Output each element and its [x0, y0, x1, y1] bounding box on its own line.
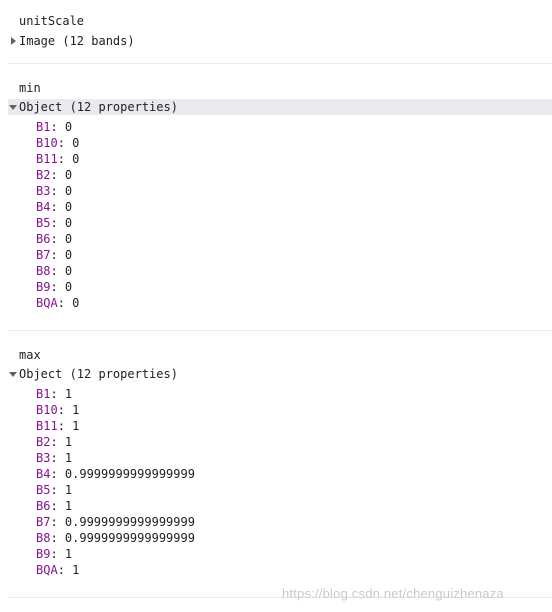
property-value: 0	[64, 248, 73, 262]
block-title: unitScale	[19, 14, 85, 28]
block-title: max	[19, 348, 41, 362]
property-row[interactable]: B10: 1	[36, 403, 80, 417]
tree-toggle-object[interactable]: Object (12 properties)	[8, 99, 552, 115]
property-row[interactable]: B7: 0	[36, 248, 73, 262]
property-key: B7	[36, 248, 51, 262]
property-row[interactable]: B1: 0	[36, 120, 73, 134]
divider	[8, 597, 552, 598]
property-value: 0.9999999999999999	[64, 531, 195, 545]
property-row[interactable]: B8: 0.9999999999999999	[36, 531, 195, 545]
property-row[interactable]: B5: 0	[36, 216, 73, 230]
property-row[interactable]: B2: 1	[36, 435, 73, 449]
property-value: 1	[64, 451, 73, 465]
property-row[interactable]: BQA: 0	[36, 296, 80, 310]
property-value: 1	[64, 435, 73, 449]
property-value: 1	[72, 403, 80, 417]
property-list: B1: 1 B10: 1 B11: 1 B2: 1 B3: 1 B4: 0.99…	[36, 386, 195, 578]
property-row[interactable]: B11: 0	[36, 152, 80, 166]
property-key: B4	[36, 200, 51, 214]
property-value: 1	[64, 547, 73, 561]
property-value: 0	[64, 280, 73, 294]
property-row[interactable]: B8: 0	[36, 264, 73, 278]
property-key: B10	[36, 136, 58, 150]
divider	[8, 330, 552, 331]
property-value: 0	[64, 168, 73, 182]
property-key: B8	[36, 531, 51, 545]
property-key: B6	[36, 499, 51, 513]
property-key: BQA	[36, 296, 58, 310]
caret-down-icon[interactable]	[8, 99, 19, 115]
property-value: 1	[64, 387, 73, 401]
property-key: B3	[36, 184, 51, 198]
tree-summary: Object (12 properties)	[19, 367, 178, 381]
property-key: B6	[36, 232, 51, 246]
property-row[interactable]: B3: 1	[36, 451, 73, 465]
property-key: B1	[36, 120, 51, 134]
property-row[interactable]: B6: 0	[36, 232, 73, 246]
tree-toggle-image[interactable]: Image (12 bands)	[8, 33, 135, 49]
tree-summary: Image (12 bands)	[19, 34, 135, 48]
property-key: B10	[36, 403, 58, 417]
property-value: 0	[64, 120, 73, 134]
property-value: 0	[64, 200, 73, 214]
property-row[interactable]: B2: 0	[36, 168, 73, 182]
property-key: B9	[36, 547, 51, 561]
property-key: B8	[36, 264, 51, 278]
property-value: 1	[64, 499, 73, 513]
property-value: 1	[72, 419, 80, 433]
property-key: BQA	[36, 563, 58, 577]
property-key: B4	[36, 467, 51, 481]
property-key: B3	[36, 451, 51, 465]
watermark-text: https://blog.csdn.net/chenguizhenaza	[282, 586, 504, 601]
property-value: 1	[72, 563, 80, 577]
property-row[interactable]: B4: 0.9999999999999999	[36, 467, 195, 481]
property-row[interactable]: B6: 1	[36, 499, 73, 513]
caret-down-icon[interactable]	[8, 366, 19, 382]
property-value: 0	[64, 184, 73, 198]
property-value: 1	[64, 483, 73, 497]
property-key: B2	[36, 435, 51, 449]
property-key: B5	[36, 216, 51, 230]
property-key: B9	[36, 280, 51, 294]
tree-summary: Object (12 properties)	[19, 100, 178, 114]
property-row[interactable]: B11: 1	[36, 419, 80, 433]
property-row[interactable]: B3: 0	[36, 184, 73, 198]
property-row[interactable]: BQA: 1	[36, 563, 80, 577]
property-row[interactable]: B5: 1	[36, 483, 73, 497]
property-list: B1: 0 B10: 0 B11: 0 B2: 0 B3: 0 B4: 0 B5…	[36, 119, 79, 311]
property-row[interactable]: B4: 0	[36, 200, 73, 214]
divider	[8, 63, 552, 64]
property-row[interactable]: B1: 1	[36, 387, 73, 401]
property-value: 0	[64, 216, 73, 230]
property-row[interactable]: B9: 1	[36, 547, 73, 561]
property-row[interactable]: B10: 0	[36, 136, 80, 150]
property-key: B11	[36, 419, 58, 433]
tree-toggle-object[interactable]: Object (12 properties)	[8, 366, 178, 382]
property-key: B2	[36, 168, 51, 182]
property-value: 0.9999999999999999	[64, 467, 195, 481]
property-key: B1	[36, 387, 51, 401]
property-value: 0	[72, 296, 80, 310]
property-key: B5	[36, 483, 51, 497]
property-row[interactable]: B7: 0.9999999999999999	[36, 515, 195, 529]
property-value: 0	[64, 264, 73, 278]
block-title: min	[19, 81, 41, 95]
property-key: B7	[36, 515, 51, 529]
property-row[interactable]: B9: 0	[36, 280, 73, 294]
caret-right-icon[interactable]	[8, 33, 19, 49]
property-value: 0	[64, 232, 73, 246]
property-value: 0	[72, 136, 80, 150]
property-key: B11	[36, 152, 58, 166]
property-value: 0.9999999999999999	[64, 515, 195, 529]
property-value: 0	[72, 152, 80, 166]
